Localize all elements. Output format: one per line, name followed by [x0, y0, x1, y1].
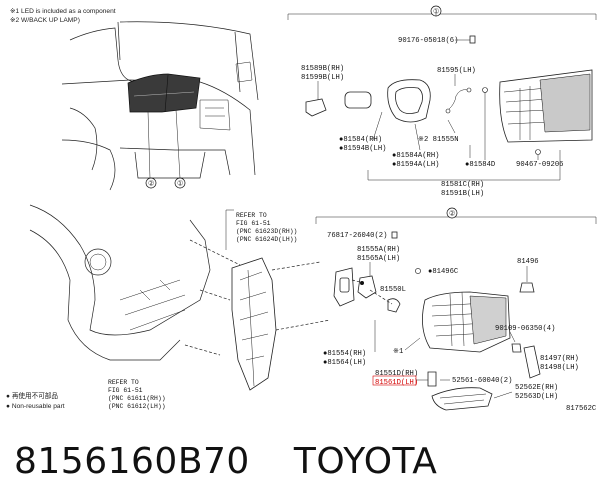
label-81555a: 81555A(RH)	[357, 246, 400, 254]
footer: 8156160B70 TOYOTA	[14, 436, 437, 486]
label-x1-mark: ※1	[393, 348, 403, 356]
label-81561d-highlight: 81561D(LH)	[375, 379, 418, 387]
label-52563d: 52563D(LH)	[515, 393, 558, 401]
label-81496c: ●81496C	[428, 268, 459, 276]
body-panel-illustration: REFER TO FIG 61-51 (PNC 61623D(RH)) (PNC…	[6, 204, 297, 410]
label-81594a: ●81594A(LH)	[392, 161, 439, 169]
label-81589b: 81589B(RH)	[301, 65, 344, 73]
part-number: 8156160B70	[14, 440, 250, 482]
group-1: ① 90176-05018(6) 81589B(RH) 81599B(LH) 8…	[287, 5, 597, 198]
ref2-line3: (PNC 61611(RH))	[108, 395, 166, 402]
label-76817: 76817-26040(2)	[327, 232, 387, 240]
label-81584: ●81584(RH)	[339, 136, 382, 144]
label-81581c: 81581C(RH)	[441, 181, 484, 189]
note-backup-lamp: ※2 W/BACK UP LAMP)	[10, 17, 80, 24]
label-81497: 81497(RH)	[540, 355, 579, 363]
label-90109: 90109-06350(4)	[495, 325, 555, 333]
label-52562e: 52562E(RH)	[515, 384, 558, 392]
label-81496: 81496	[517, 258, 539, 266]
label-81599b: 81599B(LH)	[301, 74, 344, 82]
label-90467: 90467-09206	[516, 161, 563, 169]
label-81550l: 81550L	[380, 286, 406, 294]
brand-name: TOYOTA	[293, 440, 438, 482]
legend-non-reusable-jp: ● 再使用不可部品	[6, 391, 58, 400]
ref1-line1: REFER TO	[236, 212, 267, 219]
note-led: ※1 LED is included as a component	[10, 8, 116, 15]
label-81584a: ●81584A(RH)	[392, 152, 439, 160]
label-81594b: ●81594B(LH)	[339, 145, 386, 153]
group-2: ② 76817-26040(2) 81555A(RH) 81565A(LH) 8…	[315, 207, 597, 413]
ref1-line3: (PNC 61623D(RH))	[236, 228, 297, 235]
ref2-line2: FIG 61-51	[108, 387, 143, 394]
label-81554: ●81554(RH)	[323, 350, 366, 358]
car-callout-1: ①	[177, 180, 183, 189]
label-52561: 52561-60040(2)	[452, 377, 512, 385]
label-81555n: ※2 81555N	[418, 136, 459, 144]
label-81551d: 81551D(RH)	[375, 370, 418, 378]
label-81595: 81595(LH)	[437, 67, 476, 75]
car-callout-2: ②	[148, 180, 154, 189]
label-81584d: ●81584D	[465, 161, 495, 169]
label-81591b: 81591B(LH)	[441, 190, 484, 198]
label-81564: ●81564(LH)	[323, 359, 366, 367]
group-2-marker: ②	[449, 210, 455, 219]
lamp-housing-bracket	[231, 257, 331, 391]
label-90176: 90176-05018(6)	[398, 37, 458, 45]
parts-diagram: ※1 LED is included as a component ※2 W/B…	[6, 5, 597, 413]
label-81565a: 81565A(LH)	[357, 255, 400, 263]
label-81498: 81498(LH)	[540, 364, 579, 372]
group-1-marker: ①	[433, 8, 439, 17]
ref1-line4: (PNC 61624D(LH))	[236, 236, 297, 243]
figure-code: 817562C	[566, 405, 597, 413]
legend-non-reusable-en: ● Non-reusable part	[6, 403, 65, 410]
vehicle-rear-illustration: ② ①	[61, 21, 259, 191]
ref1-line2: FIG 61-51	[236, 220, 271, 227]
ref2-line4: (PNC 61612(LH))	[108, 403, 166, 410]
highlight-box	[372, 375, 417, 386]
ref2-line1: REFER TO	[108, 379, 139, 386]
